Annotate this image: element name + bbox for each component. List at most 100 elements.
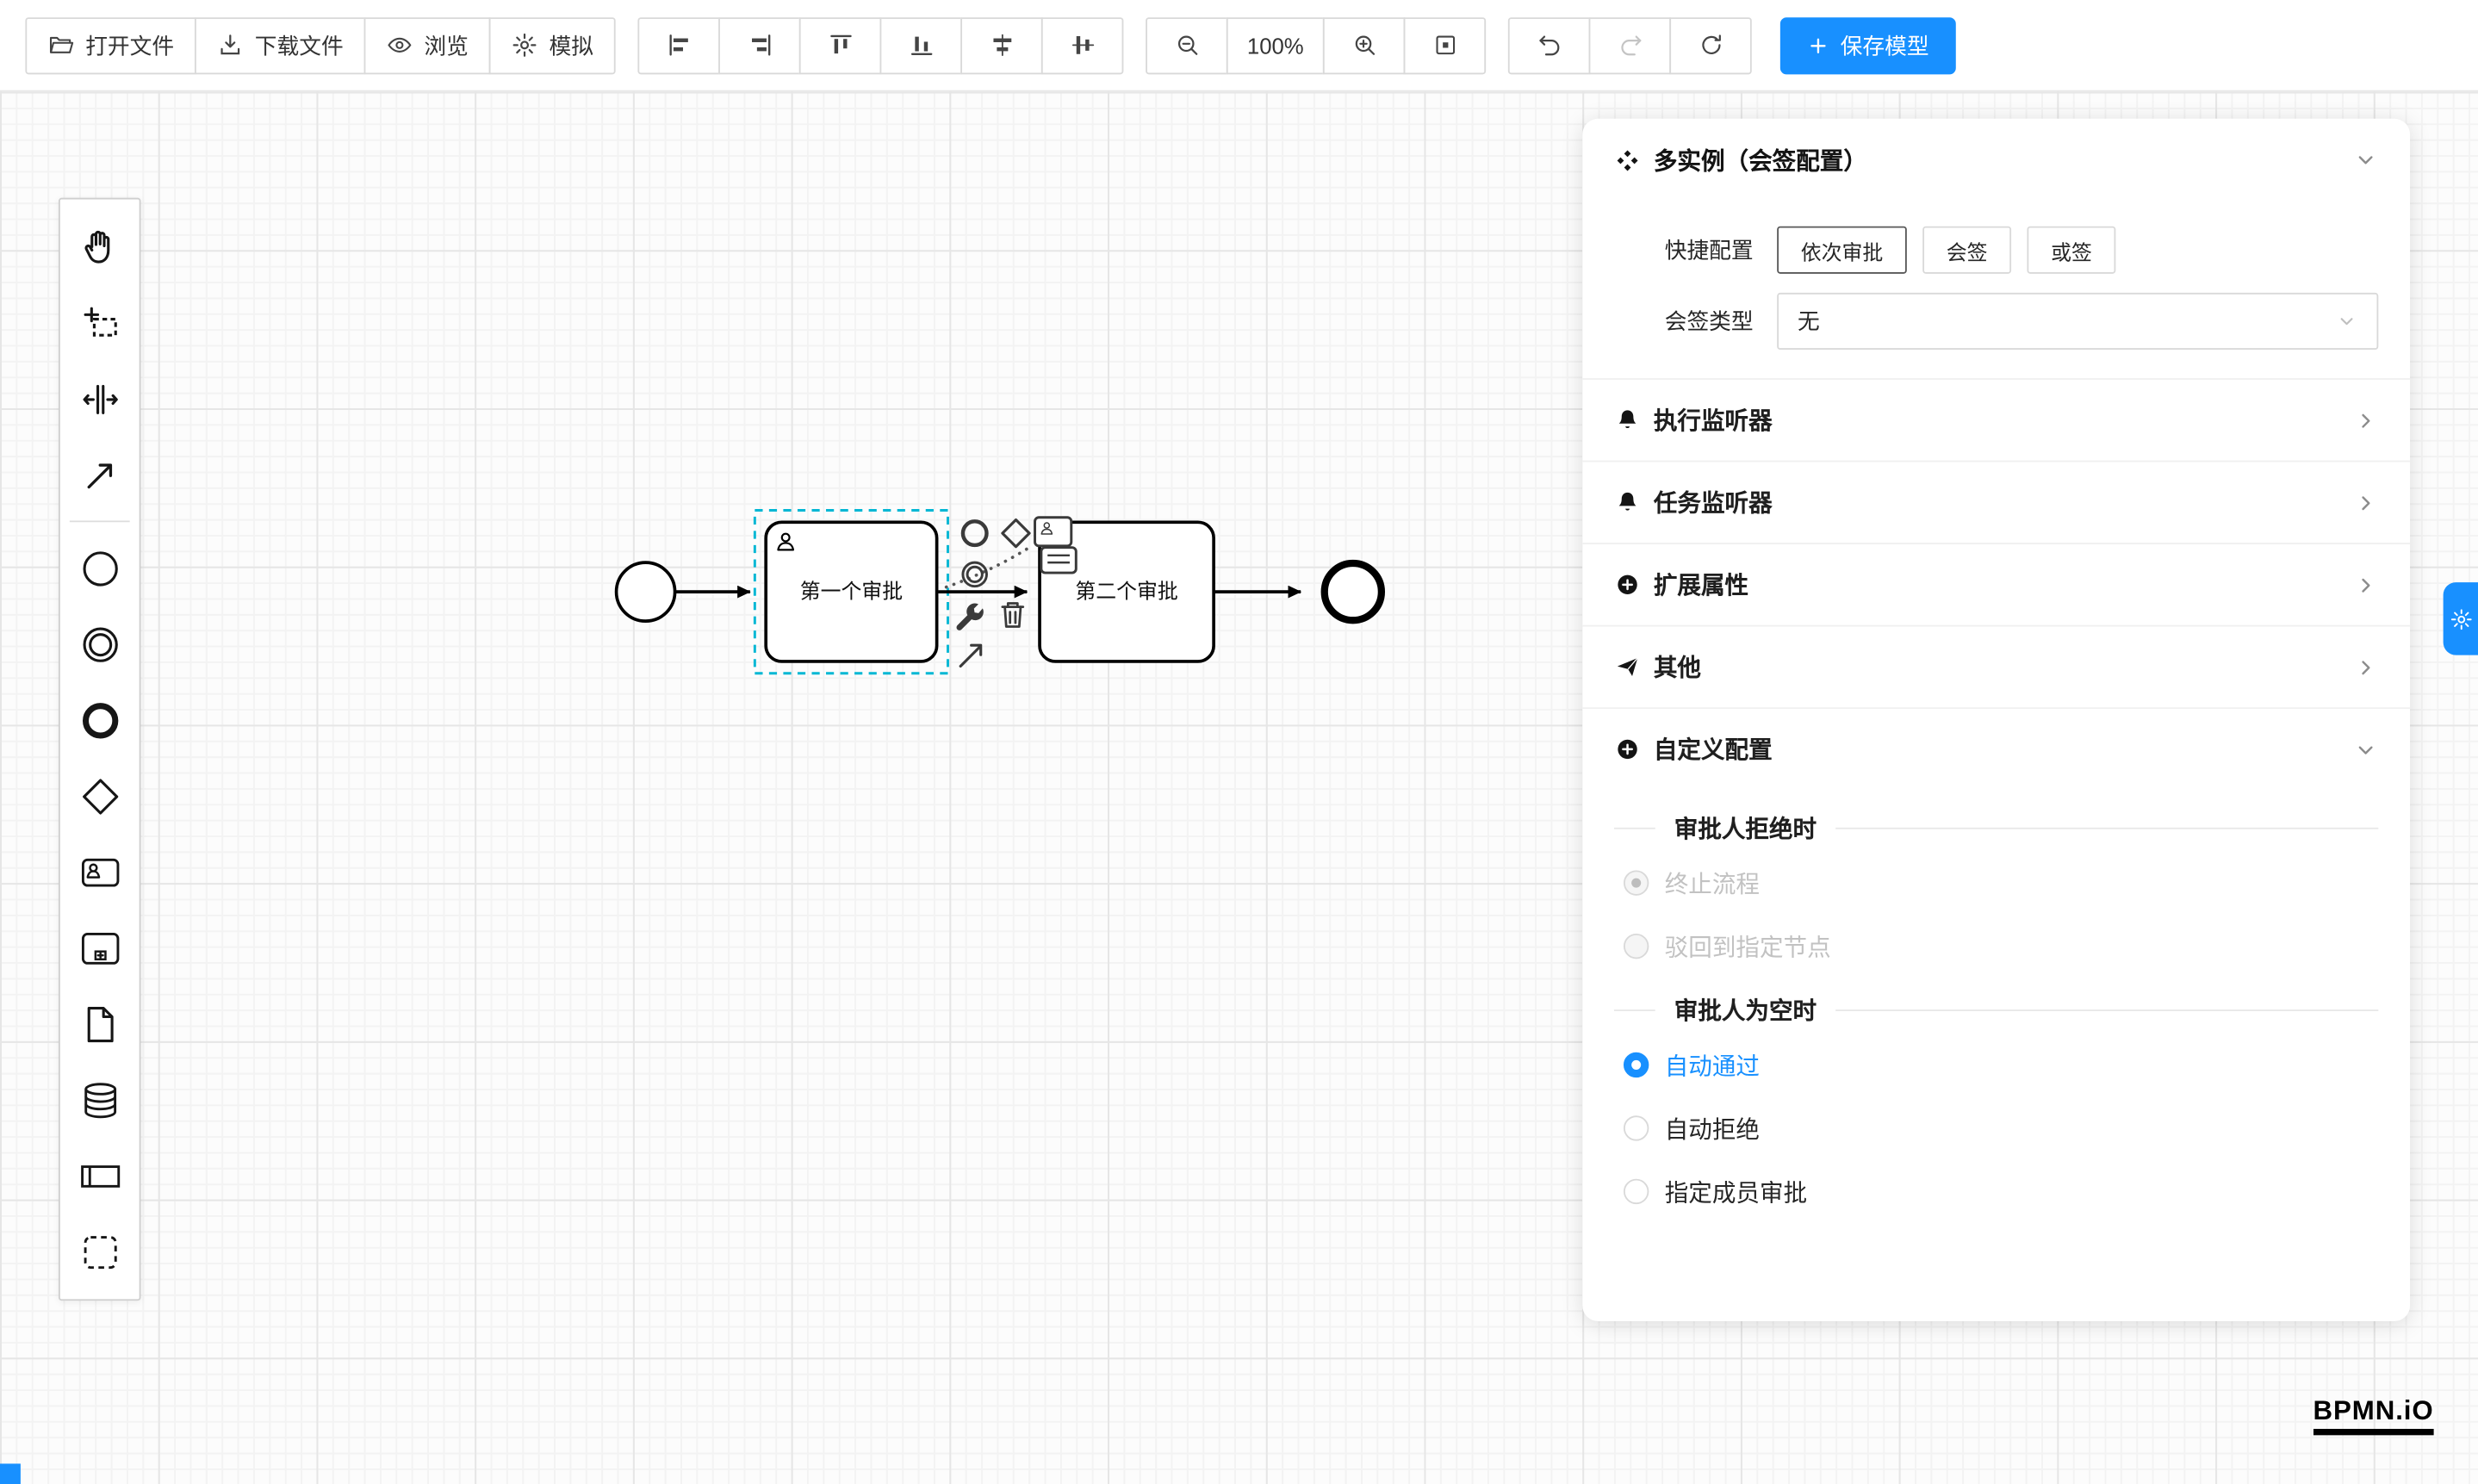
- option-countersign[interactable]: 会签: [1922, 226, 2012, 274]
- align-bottom-icon: [908, 32, 935, 59]
- open-file-button[interactable]: 打开文件: [25, 16, 196, 74]
- end-event-icon: [78, 699, 121, 742]
- palette-participant[interactable]: [62, 1138, 138, 1214]
- download-file-label: 下载文件: [254, 32, 344, 59]
- radio-return-to-node[interactable]: 驳回到指定节点: [1614, 915, 2378, 978]
- zoom-in-icon: [1351, 32, 1377, 59]
- panel-sections: 执行监听器 任务监听器 扩展属性 其他 自定义配置: [1582, 378, 2411, 790]
- palette-lasso-tool[interactable]: [62, 285, 138, 361]
- sign-type-select[interactable]: 无: [1777, 292, 2379, 351]
- align-right-button[interactable]: [718, 16, 801, 74]
- panel-header[interactable]: 多实例（会签配置）: [1582, 119, 2410, 202]
- palette-space-tool[interactable]: [62, 361, 138, 437]
- section-task-listener[interactable]: 任务监听器: [1582, 460, 2411, 543]
- palette-data-store[interactable]: [62, 1062, 138, 1138]
- option-or-sign[interactable]: 或签: [2027, 226, 2116, 274]
- redo-icon: [1617, 32, 1643, 59]
- section-execution-listener[interactable]: 执行监听器: [1582, 378, 2411, 461]
- zoom-out-icon: [1173, 32, 1200, 59]
- quick-config-row: 快捷配置 依次审批 会签 或签: [1614, 226, 2378, 274]
- empty-section-divider: 审批人为空时: [1613, 994, 2379, 1028]
- align-left-icon: [666, 32, 692, 59]
- save-model-label: 保存模型: [1840, 32, 1929, 59]
- start-event-icon: [78, 547, 121, 590]
- palette-subprocess[interactable]: [62, 910, 138, 985]
- simulate-button[interactable]: 模拟: [488, 16, 616, 74]
- align-top-button[interactable]: [798, 16, 882, 74]
- align-left-button[interactable]: [637, 16, 720, 74]
- settings-tab[interactable]: [2443, 582, 2478, 655]
- bpmn-io-logo[interactable]: BPMN.iO: [2313, 1395, 2434, 1436]
- section-custom-config[interactable]: 自定义配置: [1582, 707, 2411, 790]
- palette-start-event[interactable]: [62, 530, 138, 605]
- divider-line: [1835, 1009, 2379, 1011]
- palette-hand-tool[interactable]: [62, 209, 138, 285]
- history-button-group: [1507, 16, 1752, 74]
- section-other[interactable]: 其他: [1582, 624, 2411, 708]
- palette-global-connect-tool[interactable]: [62, 437, 138, 512]
- radio-designated-member[interactable]: 指定成员审批: [1614, 1160, 2378, 1223]
- download-file-button[interactable]: 下载文件: [194, 16, 366, 74]
- hand-icon: [78, 226, 121, 269]
- append-task-icon[interactable]: [1034, 516, 1073, 548]
- radio-auto-reject[interactable]: 自动拒绝: [1614, 1096, 2378, 1159]
- section-label: 自定义配置: [1653, 737, 1773, 765]
- radio-label: 驳回到指定节点: [1664, 934, 1831, 962]
- send-icon: [1614, 654, 1641, 680]
- palette-user-task[interactable]: [62, 834, 138, 910]
- divider-line: [1835, 827, 2379, 829]
- radio-terminate-process[interactable]: 终止流程: [1614, 851, 2378, 914]
- chevron-right-icon: [2353, 407, 2378, 432]
- section-extended-properties[interactable]: 扩展属性: [1582, 543, 2411, 625]
- file-button-group: 打开文件 下载文件 浏览 模拟: [25, 16, 616, 74]
- align-center-vertical-button[interactable]: [1040, 16, 1124, 74]
- radio-label: 指定成员审批: [1664, 1179, 1808, 1207]
- palette-gateway[interactable]: [62, 758, 138, 834]
- refresh-button[interactable]: [1669, 16, 1752, 74]
- trash-icon[interactable]: [1001, 602, 1025, 628]
- palette-data-object[interactable]: [62, 986, 138, 1062]
- redo-button[interactable]: [1588, 16, 1672, 74]
- zoom-in-button[interactable]: [1322, 16, 1406, 74]
- append-subprocess-icon[interactable]: [1040, 546, 1078, 574]
- chevron-right-icon: [2353, 572, 2378, 597]
- append-gateway-icon[interactable]: [1001, 518, 1031, 549]
- task-first-approval[interactable]: 第一个审批: [764, 520, 939, 663]
- folder-open-icon: [47, 32, 74, 59]
- palette: [58, 197, 141, 1301]
- undo-button[interactable]: [1507, 16, 1591, 74]
- divider-line: [1613, 827, 1655, 829]
- simulate-label: 模拟: [549, 32, 593, 59]
- radio-auto-pass[interactable]: 自动通过: [1614, 1034, 2378, 1096]
- intermediate-event-icon: [78, 623, 121, 666]
- chevron-right-icon: [2353, 490, 2378, 515]
- append-intermediate-event-icon[interactable]: [961, 561, 988, 588]
- fit-viewport-button[interactable]: [1403, 16, 1487, 74]
- radio-label: 自动通过: [1664, 1052, 1760, 1080]
- palette-intermediate-event[interactable]: [62, 606, 138, 682]
- wrench-icon[interactable]: [956, 603, 984, 630]
- end-event-shape[interactable]: [1320, 559, 1386, 624]
- radio-dot: [1623, 1115, 1649, 1141]
- align-top-icon: [827, 32, 854, 59]
- preview-label: 浏览: [424, 32, 469, 59]
- context-pad: [956, 516, 1078, 668]
- multi-instance-icon: [1614, 146, 1641, 173]
- append-end-event-icon[interactable]: [960, 519, 989, 548]
- option-sequential-approval[interactable]: 依次审批: [1777, 226, 1907, 274]
- align-center-horizontal-button[interactable]: [960, 16, 1043, 74]
- preview-button[interactable]: 浏览: [363, 16, 491, 74]
- palette-group[interactable]: [62, 1214, 138, 1289]
- connect-tool-icon[interactable]: [959, 643, 983, 668]
- task-label: 第一个审批: [800, 580, 903, 603]
- save-model-button[interactable]: 保存模型: [1779, 16, 1956, 74]
- palette-end-event[interactable]: [62, 682, 138, 758]
- task-second-approval[interactable]: 第二个审批: [1038, 520, 1215, 663]
- bell-icon: [1614, 407, 1641, 433]
- start-event-shape[interactable]: [614, 561, 677, 623]
- align-bottom-button[interactable]: [879, 16, 963, 74]
- quick-config-options: 依次审批 会签 或签: [1777, 226, 2132, 274]
- sign-type-value: 无: [1798, 308, 1820, 334]
- zoom-out-button[interactable]: [1146, 16, 1228, 74]
